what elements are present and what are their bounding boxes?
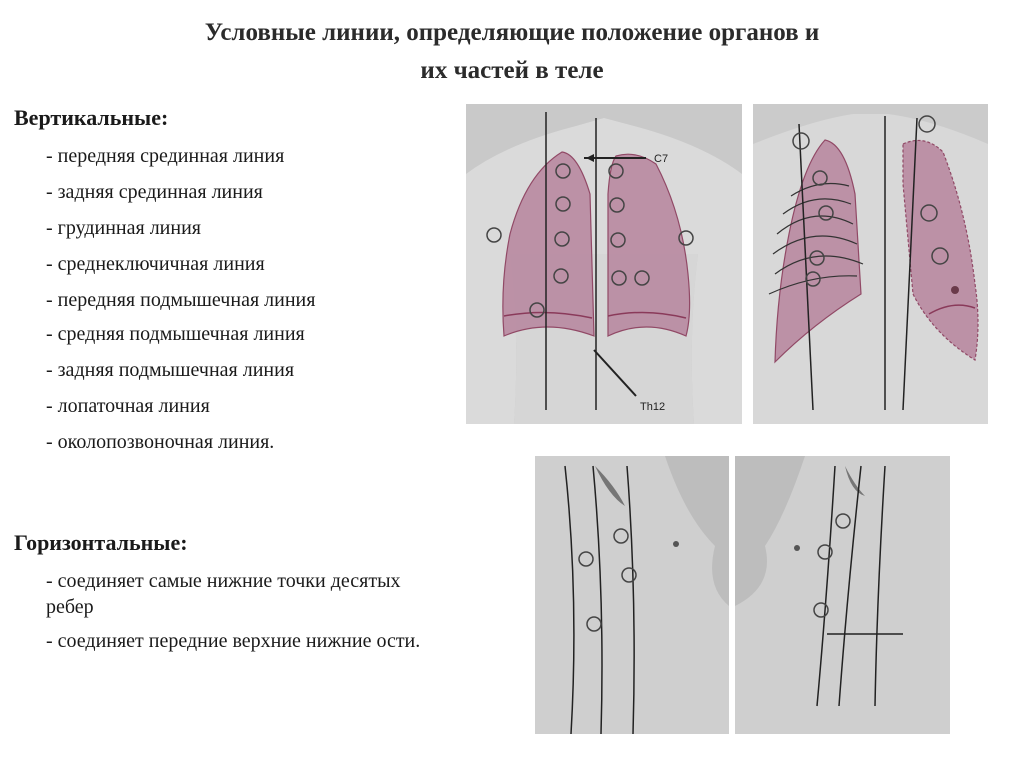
title-line-2: их частей в теле: [420, 57, 604, 84]
list-item: - передняя срединная линия: [46, 145, 285, 167]
list-item: - передняя подмышечная линия: [46, 289, 316, 311]
list-item: - околопозвоночная линия.: [46, 431, 275, 453]
title-line-1: Условные линии, определяющие положение о…: [204, 19, 820, 46]
list-item: - соединяет самые нижние точки десятых р…: [46, 570, 401, 618]
page-title: Условные линии, определяющие положение о…: [0, 14, 1024, 90]
list-item: - задняя срединная линия: [46, 181, 263, 203]
label-c7: C7: [654, 153, 668, 165]
right-lateral-figure: [535, 456, 729, 734]
horizontal-heading: Горизонтальные:: [14, 530, 188, 555]
list-item: - средняя подмышечная линия: [46, 323, 305, 345]
list-item: - грудинная линия: [46, 217, 201, 239]
list-item: - задняя подмышечная линия: [46, 359, 295, 381]
list-item: - соединяет передние верхние нижние ости…: [46, 630, 421, 652]
anterior-lungs-figure: [753, 104, 988, 424]
list-item: - лопаточная линия: [46, 395, 210, 417]
right-lung: [607, 153, 691, 337]
horizontal-lines-list: - соединяет самые нижние точки десятых р…: [46, 568, 446, 662]
vertical-heading: Вертикальные:: [14, 105, 169, 130]
posterior-lungs-figure: C7 Th12: [466, 104, 742, 424]
left-lung: [502, 151, 595, 337]
left-lateral-figure: [735, 456, 950, 734]
vertical-lines-list: - передняя срединная линия - задняя сред…: [46, 143, 376, 465]
label-th12: Th12: [640, 401, 665, 413]
list-item: - среднеключичная линия: [46, 253, 265, 275]
